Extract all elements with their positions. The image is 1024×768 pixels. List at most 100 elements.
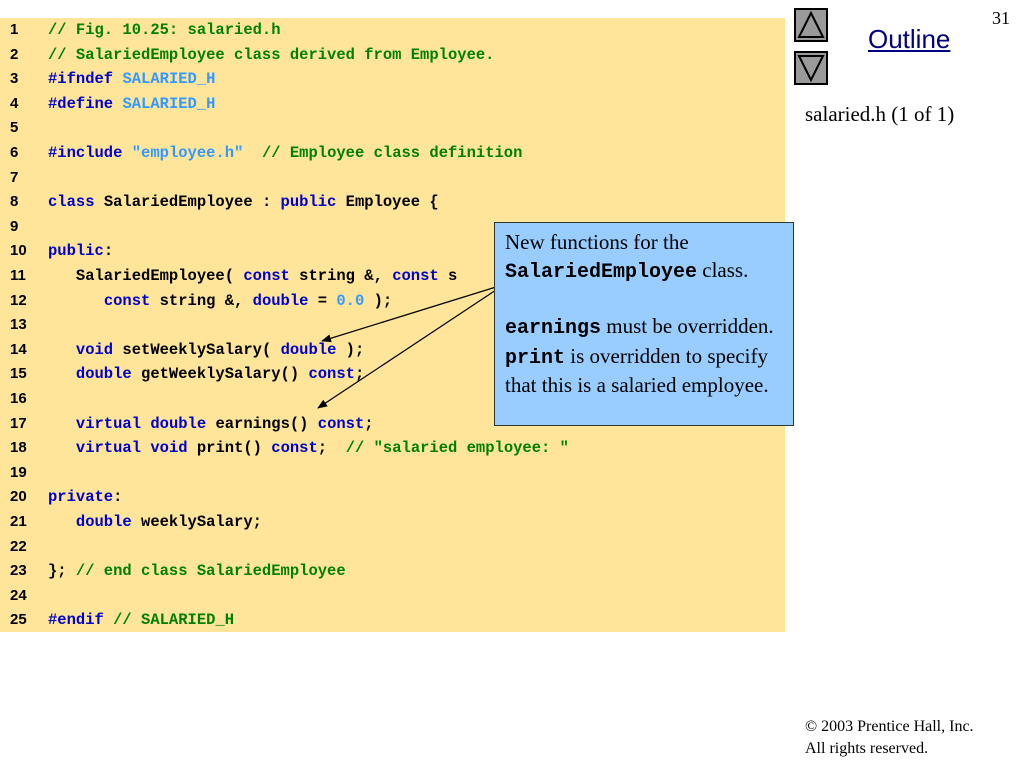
code-line: 10 public: — [0, 239, 785, 264]
code-text: const string &, double = 0.0 ); — [48, 289, 392, 314]
code-token: private — [48, 488, 114, 507]
line-number: 22 — [10, 537, 27, 555]
line-number: 19 — [10, 463, 27, 481]
code-token — [48, 439, 76, 457]
code-token: double — [75, 365, 132, 384]
code-text: #endif // SALARIED_H — [48, 608, 234, 633]
code-text: #define SALARIED_H — [48, 92, 215, 117]
code-token: "employee.h" — [131, 144, 244, 162]
line-number: 2 — [10, 45, 19, 63]
code-token: #include — [48, 144, 123, 162]
code-token: // Fig. 10.25: salaried.h — [48, 21, 281, 39]
code-text: void setWeeklySalary( double ); — [48, 338, 364, 363]
code-token: SALARIED_H — [122, 70, 216, 89]
callout-line-1: New functions for the — [505, 230, 689, 254]
code-token: ); — [364, 291, 393, 310]
code-token: virtual — [75, 439, 142, 458]
code-line: 25 #endif // SALARIED_H — [0, 608, 785, 633]
code-line: 4 #define SALARIED_H — [0, 92, 785, 117]
code-token: 0.0 — [336, 291, 365, 310]
code-token: SALARIED_H — [122, 94, 216, 113]
line-number: 8 — [10, 193, 19, 211]
code-token — [141, 415, 150, 433]
code-text: virtual void print() const; // "salaried… — [48, 436, 569, 461]
line-number: 3 — [10, 70, 19, 88]
copyright-footer: © 2003 Prentice Hall, Inc. All rights re… — [805, 716, 974, 760]
code-token — [141, 439, 150, 457]
code-token — [104, 611, 113, 629]
callout-print-code: print — [505, 346, 566, 370]
explanation-callout: New functions for the SalariedEmployee c… — [494, 222, 794, 426]
code-token: // SalariedEmployee class derived from E… — [48, 45, 495, 64]
line-number: 9 — [10, 217, 19, 235]
line-number: 21 — [10, 513, 27, 530]
code-text: private: — [48, 485, 122, 510]
previous-slide-button[interactable] — [794, 8, 828, 42]
next-slide-button[interactable] — [794, 51, 828, 85]
code-token: weeklySalary; — [131, 513, 262, 531]
code-token: const — [103, 291, 151, 310]
rights-text: All rights reserved. — [805, 740, 929, 757]
code-line: 16 — [0, 387, 785, 412]
line-number: 4 — [10, 94, 19, 112]
callout-earnings-text: must be overridden. — [601, 314, 774, 338]
code-token: ; — [364, 414, 374, 433]
line-number: 10 — [10, 242, 27, 260]
code-text: // SalariedEmployee class derived from E… — [48, 43, 494, 68]
code-token: Employee { — [336, 193, 439, 212]
code-line: 3 #ifndef SALARIED_H — [0, 67, 785, 92]
callout-earnings-code: earnings — [505, 317, 602, 340]
code-line: 21 double weeklySalary; — [0, 510, 785, 535]
code-text: double weeklySalary; — [48, 510, 262, 535]
copyright-text: 2003 Prentice Hall, Inc. — [821, 718, 974, 735]
code-token: SalariedEmployee : — [94, 193, 281, 212]
code-token: void — [75, 340, 114, 359]
code-token: : — [103, 242, 114, 261]
code-text: public: — [48, 239, 113, 264]
code-token: void — [150, 439, 188, 458]
line-number: 13 — [10, 316, 27, 334]
code-text: SalariedEmployee( const string &, const … — [48, 264, 457, 289]
code-token — [48, 415, 76, 433]
code-token: double — [150, 414, 207, 433]
code-token: setWeeklySalary( — [113, 340, 281, 359]
code-token — [48, 292, 104, 310]
code-token: // "salaried employee: " — [345, 439, 569, 458]
code-token: print() — [187, 439, 272, 458]
line-number: 7 — [10, 168, 19, 186]
line-number: 24 — [10, 586, 27, 604]
code-line: 7 — [0, 166, 785, 191]
code-token — [48, 513, 76, 531]
code-text: // Fig. 10.25: salaried.h — [48, 18, 281, 43]
line-number: 5 — [10, 119, 19, 137]
code-line: 17 virtual double earnings() const; — [0, 412, 785, 437]
outline-link[interactable]: Outline — [868, 24, 951, 54]
code-line: 2 // SalariedEmployee class derived from … — [0, 43, 785, 68]
code-token: : — [113, 488, 123, 507]
code-line: 19 — [0, 461, 785, 486]
code-token — [122, 144, 131, 162]
code-token: #endif — [48, 611, 104, 630]
code-token — [243, 144, 262, 162]
line-number: 25 — [10, 611, 27, 629]
code-token: double — [280, 340, 337, 359]
code-token: ; — [317, 439, 346, 458]
code-token: class — [48, 193, 95, 212]
code-token: earnings() — [206, 414, 318, 433]
code-token: double — [75, 513, 132, 531]
code-line: 5 — [0, 116, 785, 141]
code-text: }; // end class SalariedEmployee — [48, 559, 346, 584]
code-token: const — [308, 365, 355, 384]
code-token: // Employee class definition — [261, 144, 523, 162]
code-token: string &, — [150, 291, 253, 310]
code-token: #ifndef — [48, 70, 114, 89]
code-line: 24 — [0, 584, 785, 609]
triangle-up-icon — [797, 10, 825, 38]
code-token: SalariedEmployee( — [48, 267, 244, 285]
callout-spacer — [505, 286, 783, 313]
callout-class-name: SalariedEmployee — [505, 260, 698, 284]
code-token: double — [252, 291, 309, 310]
code-token: #define — [48, 94, 114, 113]
code-text: double getWeeklySalary() const; — [48, 362, 364, 387]
